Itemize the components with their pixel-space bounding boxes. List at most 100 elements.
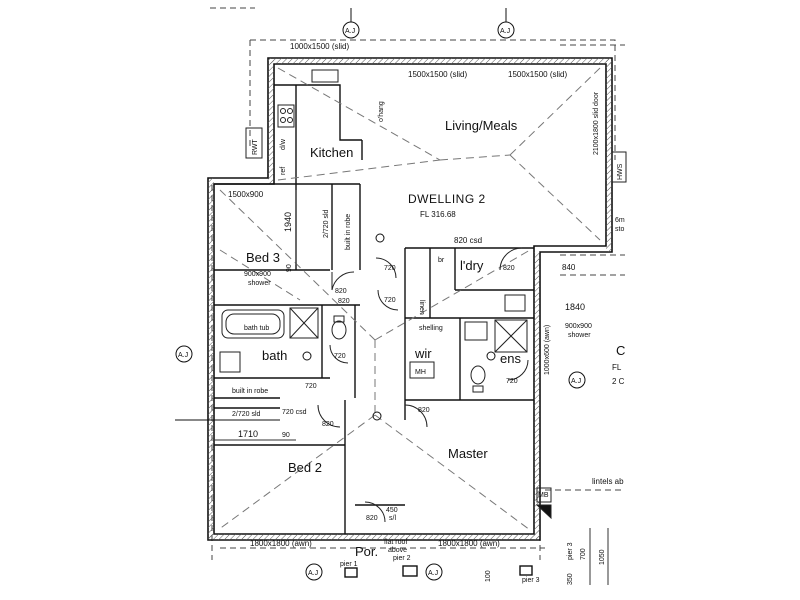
toilet-ens bbox=[470, 365, 486, 385]
room-bed2: Bed 2 bbox=[288, 460, 322, 475]
roof-hip-lines bbox=[217, 67, 601, 531]
rwt-box bbox=[245, 127, 263, 159]
room-living-meals: Living/Meals bbox=[445, 118, 518, 133]
label-csd-820: 820 csd bbox=[454, 236, 482, 245]
label-bath-tub: bath tub bbox=[244, 325, 269, 332]
room-ens: ens bbox=[500, 351, 521, 366]
door-swings bbox=[317, 247, 529, 523]
room-porch: Por. bbox=[355, 544, 378, 559]
label-six-m: 6m bbox=[615, 217, 625, 224]
mb-box bbox=[536, 487, 552, 503]
room-bath: bath bbox=[262, 348, 287, 363]
dim-90-a: 90 bbox=[286, 264, 293, 272]
bath-tub-shape bbox=[221, 309, 285, 339]
dim-1710: 1710 bbox=[238, 429, 258, 439]
dim-1840: 1840 bbox=[565, 302, 585, 312]
label-840: 840 bbox=[562, 263, 576, 272]
mh-box bbox=[409, 361, 435, 379]
door-820-b: 820 bbox=[503, 265, 515, 272]
label-hws: HWS bbox=[617, 163, 624, 180]
label-slid-1500-b: 1500x1500 (slid) bbox=[508, 70, 567, 79]
label-slid-door: 2100x1800 slid door bbox=[593, 91, 600, 155]
floor-level: FL 316.68 bbox=[420, 210, 456, 219]
label-pier3b: pier 3 bbox=[567, 542, 574, 560]
label-window-1500x900: 1500x900 bbox=[228, 190, 264, 199]
fixtures bbox=[219, 69, 627, 520]
door-820-e: 820 bbox=[366, 515, 378, 522]
label-rwt: RWT bbox=[252, 138, 259, 155]
label-br: br bbox=[438, 257, 445, 264]
dim-1940: 1940 bbox=[283, 212, 293, 232]
label-aj-5: A.J bbox=[308, 570, 318, 577]
label-c-letter: C bbox=[616, 343, 625, 358]
label-flat-roof-1: flat roof bbox=[384, 539, 407, 546]
label-shelling: shelling bbox=[419, 325, 443, 332]
label-aj-4: A.J bbox=[571, 378, 581, 385]
room-wir: wir bbox=[414, 346, 432, 361]
shower-b bbox=[494, 319, 528, 353]
label-slid-1500-a: 1500x1500 (slid) bbox=[408, 70, 467, 79]
label-fl-fragment: FL bbox=[612, 363, 622, 372]
vanity-bath bbox=[219, 351, 241, 373]
label-lintels: lintels ab bbox=[592, 477, 624, 486]
room-kitchen: Kitchen bbox=[310, 145, 353, 160]
label-built-in-robe-b: built in robe bbox=[232, 388, 268, 395]
dim-1050: 1050 bbox=[599, 549, 606, 565]
label-aj-1: A.J bbox=[345, 28, 355, 35]
label-csd-720: 720 csd bbox=[282, 409, 307, 416]
label-aj-6: A.J bbox=[428, 570, 438, 577]
dim-100: 100 bbox=[485, 570, 492, 582]
label-aj-2: A.J bbox=[500, 28, 510, 35]
door-720-c: 720 bbox=[334, 353, 346, 360]
smoke-detectors bbox=[302, 233, 496, 421]
label-ref: ref bbox=[280, 167, 287, 175]
room-laundry: l'dry bbox=[460, 258, 484, 273]
toilet-bath bbox=[331, 320, 347, 340]
dim-90-b: 90 bbox=[282, 432, 290, 439]
label-shower-a-1: 900x900 bbox=[244, 271, 271, 278]
laundry-trough bbox=[504, 294, 526, 312]
label-awn-b: 1800x1800 (awn) bbox=[438, 539, 500, 548]
dimension-lines bbox=[214, 190, 609, 585]
label-slid-1000: 1000x1500 (slid) bbox=[290, 42, 349, 51]
label-450: 450 bbox=[386, 507, 398, 514]
wall-hatching bbox=[208, 58, 612, 540]
label-pier2: pier 2 bbox=[393, 555, 411, 562]
piers bbox=[344, 565, 533, 578]
label-sl: s/l bbox=[389, 515, 396, 522]
door-820-a: 820 bbox=[335, 288, 347, 295]
label-built-in-robe-a: built in robe bbox=[345, 214, 352, 250]
door-720-a: 720 bbox=[384, 265, 396, 272]
hws-box bbox=[611, 151, 627, 183]
label-ohang: o'hang bbox=[378, 101, 385, 122]
door-820-f: 820 bbox=[338, 298, 350, 305]
door-720-d: 720 bbox=[305, 383, 317, 390]
dim-350: 350 bbox=[567, 573, 574, 585]
dim-700: 700 bbox=[580, 548, 587, 560]
label-robe-slid-a: 2/720 sld bbox=[323, 209, 330, 238]
label-aj-3: A.J bbox=[178, 352, 188, 359]
label-robe-slid-b: 2/720 sld bbox=[232, 411, 261, 418]
label-shower-b-2: shower bbox=[568, 332, 591, 339]
label-sto: sto bbox=[615, 226, 624, 233]
label-awn-c: 1000x600 (awn) bbox=[544, 325, 551, 375]
label-awn-a: 1800x1800 (awn) bbox=[250, 539, 312, 548]
label-mh: MH bbox=[415, 369, 426, 376]
kitchen-sink bbox=[311, 69, 339, 83]
cooktop bbox=[277, 104, 295, 128]
door-720-e: 720 bbox=[506, 378, 518, 385]
label-pier3: pier 3 bbox=[522, 577, 540, 584]
door-720-b: 720 bbox=[384, 297, 396, 304]
room-master: Master bbox=[448, 446, 488, 461]
label-pier1: pier 1 bbox=[340, 561, 358, 568]
label-linen: linen bbox=[418, 300, 425, 315]
room-bed3: Bed 3 bbox=[246, 250, 280, 265]
label-dw: d/w bbox=[280, 138, 287, 150]
section-markers bbox=[175, 8, 586, 581]
shower-a bbox=[289, 307, 319, 339]
door-820-c: 820 bbox=[322, 421, 334, 428]
vanity-ens bbox=[464, 321, 488, 341]
label-flat-roof-2: above bbox=[388, 547, 407, 554]
label-mb: MB bbox=[538, 492, 549, 499]
